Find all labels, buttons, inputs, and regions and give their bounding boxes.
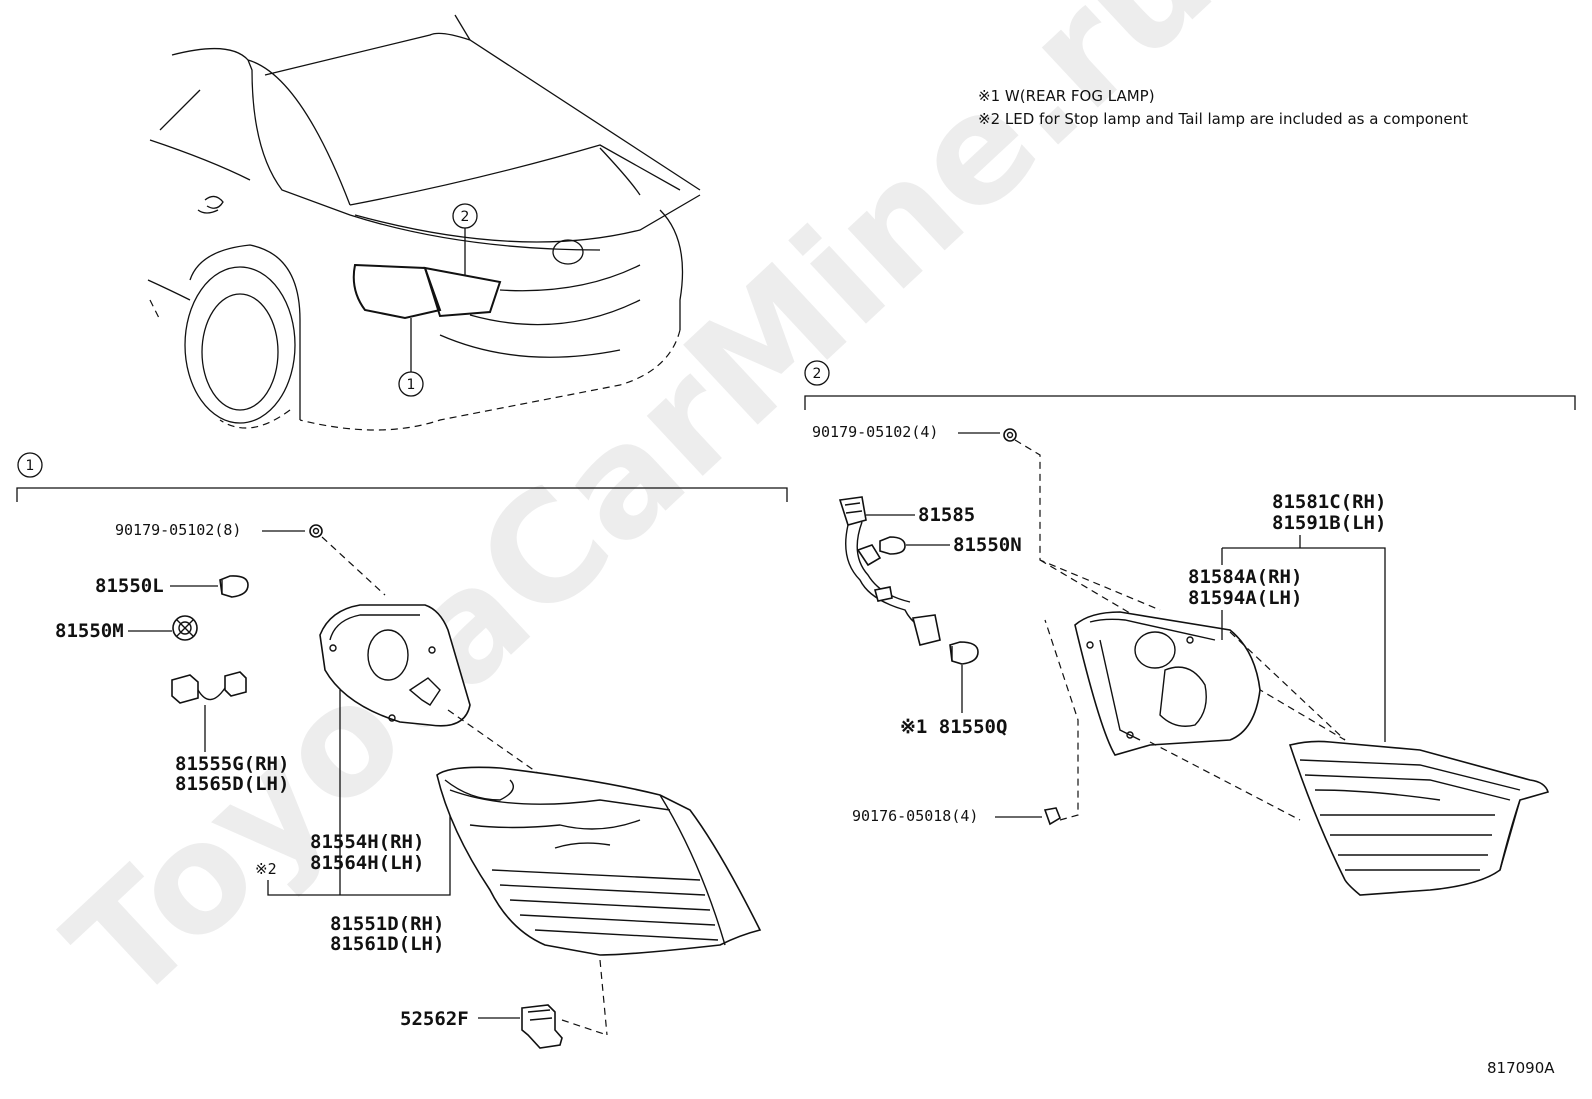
inner-lamp-gasket [1074,611,1261,756]
screw-icon [309,524,323,538]
label-81550Q: ※1 81550Q [900,716,1007,738]
socket-icon [172,615,198,641]
note-1: ※1 W(REAR FOG LAMP) [978,87,1155,105]
label-81584A: 81584A(RH) [1188,566,1302,588]
label-52562F: 52562F [400,1008,469,1030]
label-90179-05102-8: 90179-05102(8) [115,521,241,539]
label-note-mark-2: ※2 [255,860,277,878]
diagram-code: 817090A [1487,1059,1555,1077]
svg-text:1: 1 [26,458,35,474]
fog-bulb-icon [949,641,979,665]
label-90179-05102-4: 90179-05102(4) [812,423,938,441]
label-81581C: 81581C(RH) [1272,491,1386,513]
callout-2-car: 2 [452,203,478,275]
label-81554H: 81554H(RH) [310,831,424,853]
svg-text:2: 2 [461,209,470,225]
clip-icon [521,1004,563,1049]
note-2: ※2 LED for Stop lamp and Tail lamp are i… [978,110,1468,128]
small-bulb-icon [879,536,906,555]
tail-lamp-outer [436,766,762,956]
svg-text:2: 2 [813,366,822,382]
car-rear-illustration [147,14,701,431]
label-90176-05018-4: 90176-05018(4) [852,807,978,825]
group-2-header: 2 [804,360,1576,410]
callout-1-car: 1 [398,318,424,397]
label-81550M: 81550M [55,620,124,642]
label-81585: 81585 [918,504,975,526]
label-81550N: 81550N [953,534,1022,556]
screw-icon-2 [1003,428,1017,442]
bulb-icon [219,575,249,598]
inner-lamp-assembly [1288,740,1549,896]
connector-icon [171,671,247,704]
wire-harness [838,496,941,646]
label-81561D: 81561D(LH) [330,933,444,955]
label-81555G: 81555G(RH) [175,753,289,775]
label-81594A: 81594A(LH) [1188,587,1302,609]
gasket-plate [319,604,471,727]
svg-text:1: 1 [407,377,416,393]
label-81591B: 81591B(LH) [1272,512,1386,534]
label-81550L: 81550L [95,575,164,597]
label-81565D: 81565D(LH) [175,773,289,795]
group-1-header: 1 [16,452,788,502]
label-81564H: 81564H(LH) [310,852,424,874]
screw-icon-3 [1043,807,1061,826]
label-81551D: 81551D(RH) [330,913,444,935]
